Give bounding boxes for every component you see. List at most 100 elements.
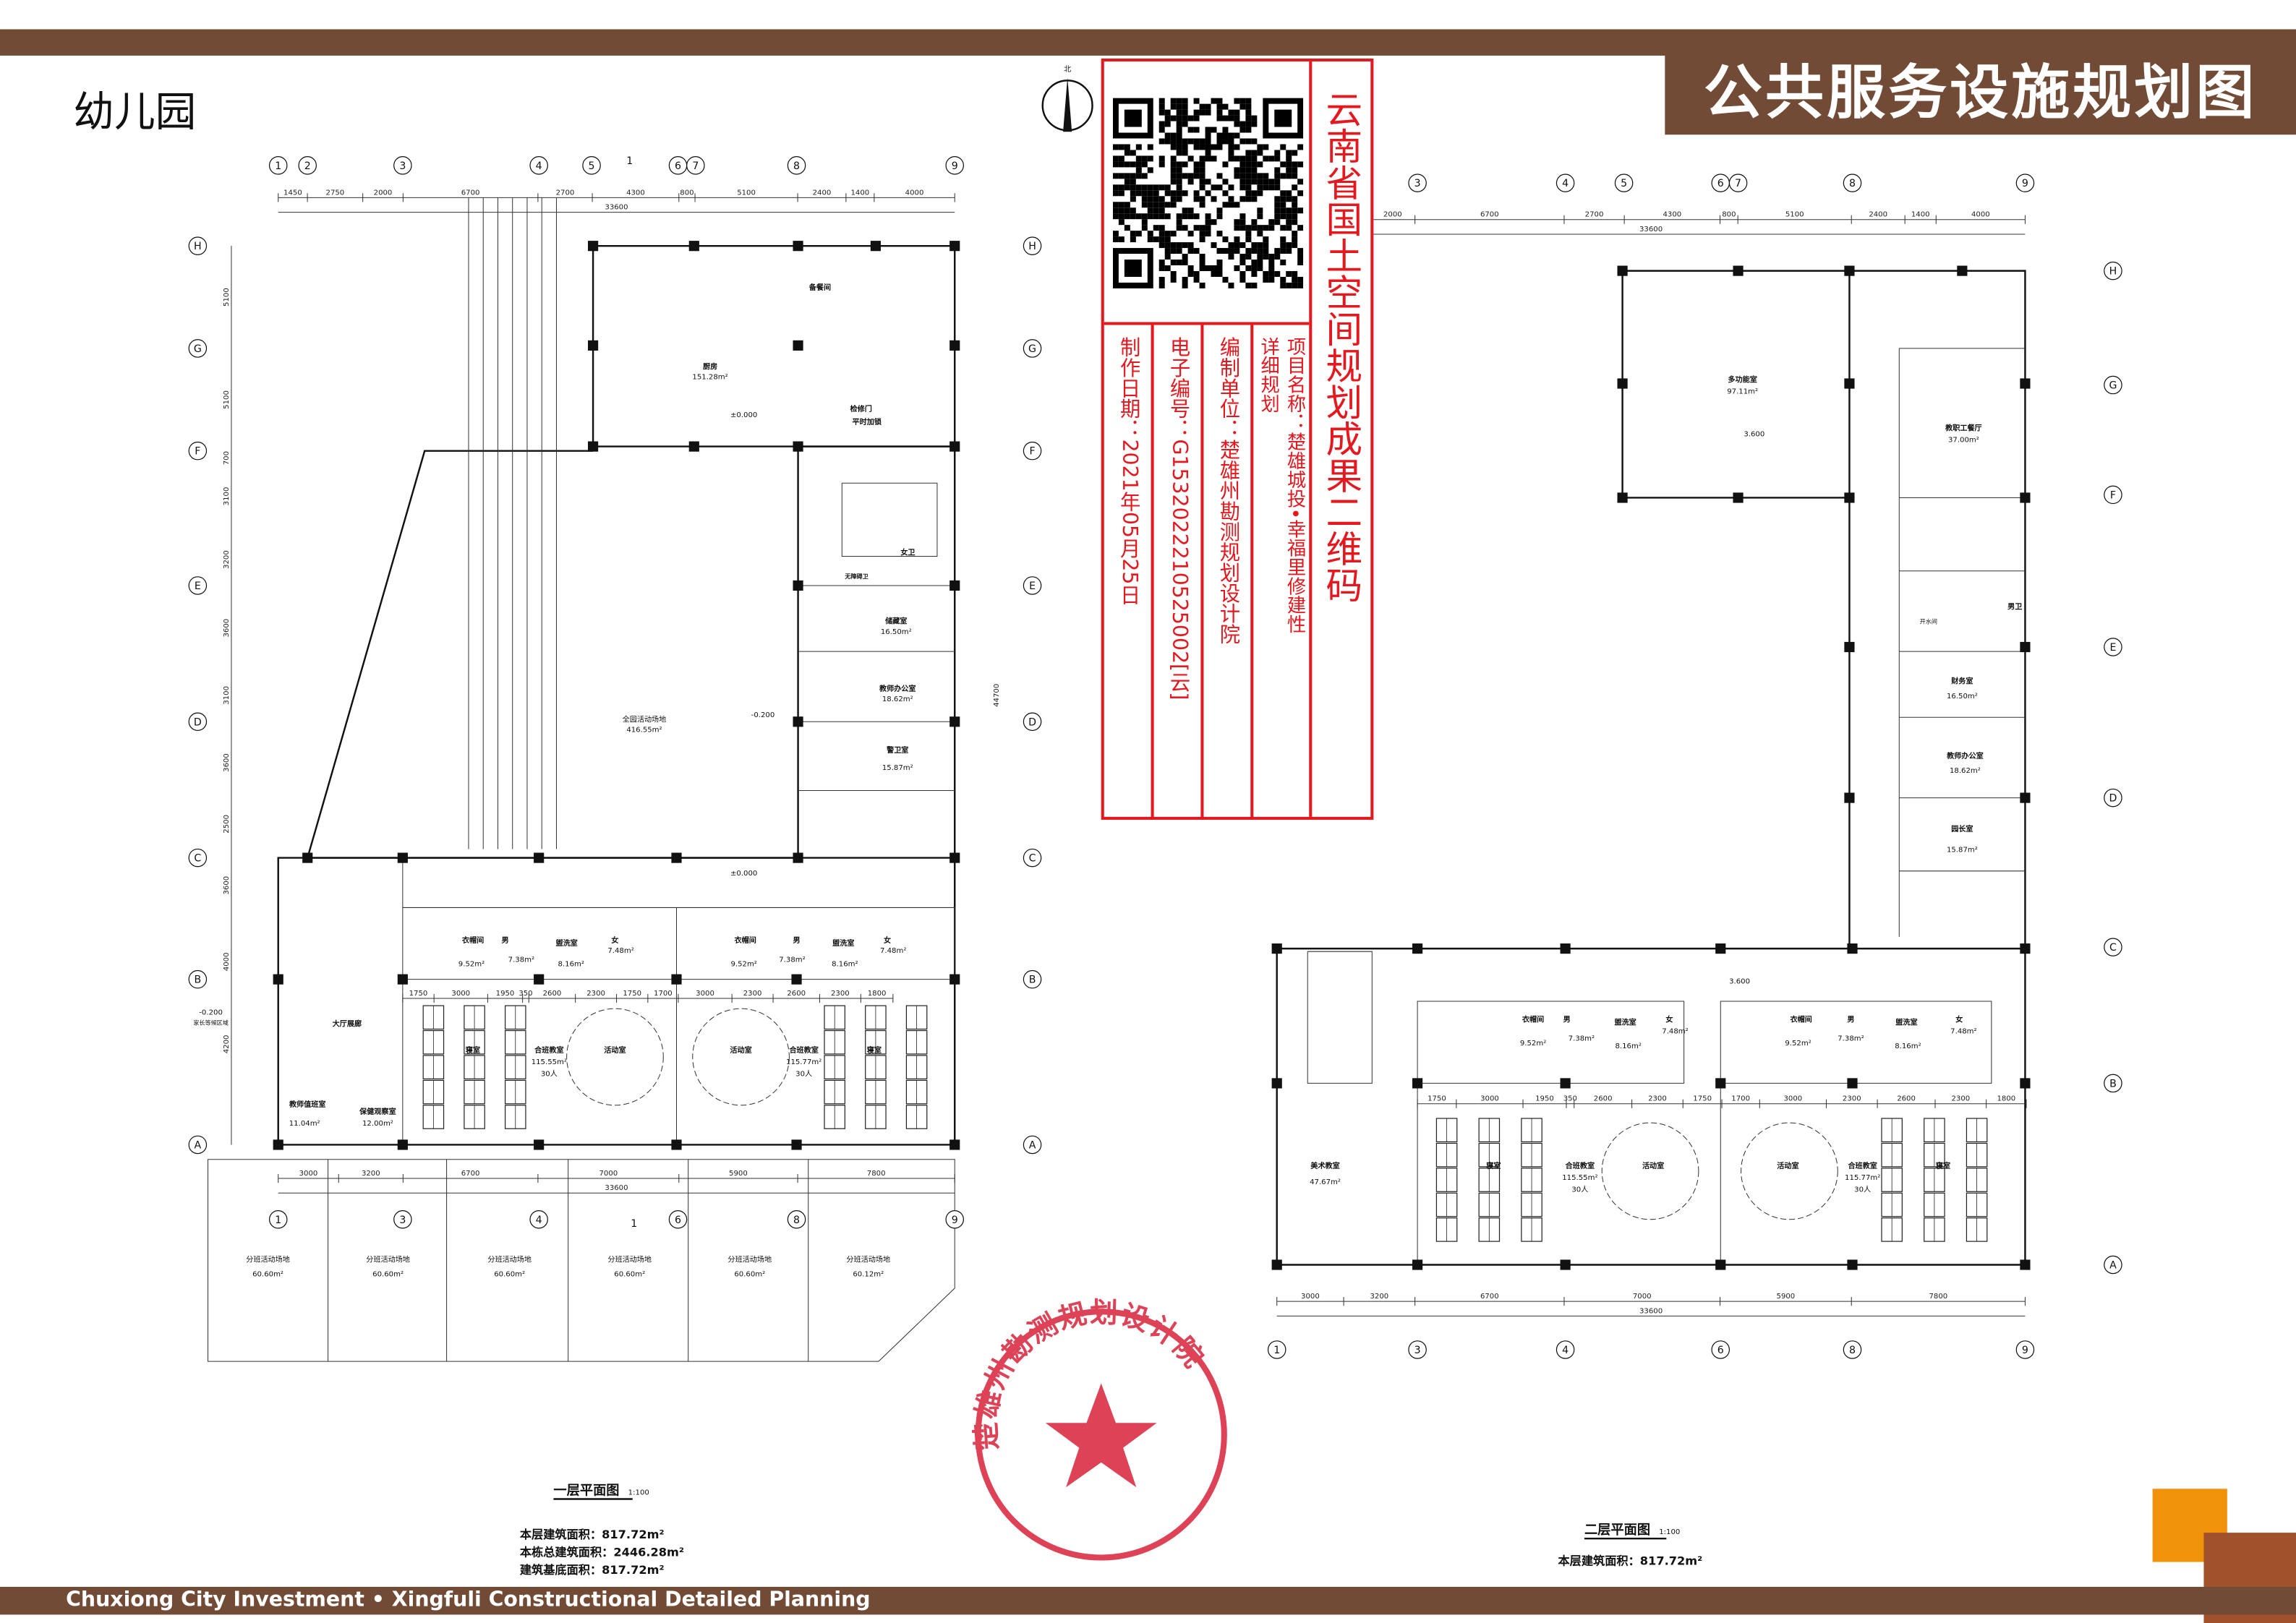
room-area: 115.55m²: [532, 1058, 567, 1066]
axis-bubble: [1023, 969, 1042, 989]
qr-panel-title: 云南省国土空间规划成果二维码: [1309, 61, 1370, 817]
axis-label: G: [194, 343, 202, 355]
axis-bubble: [2104, 788, 2122, 808]
axis-bubble: [2104, 485, 2122, 505]
axis-label: 8: [793, 1215, 800, 1226]
dimension-value: 1750: [623, 990, 641, 998]
axis-bubble: [188, 441, 208, 461]
axis-label: 5: [1621, 178, 1627, 189]
axis-bubble: [668, 1209, 688, 1229]
dimension-value: 2600: [1897, 1095, 1916, 1103]
column: [793, 241, 803, 252]
axis-bubble: [188, 848, 208, 868]
dimension-value: 350: [1563, 1095, 1577, 1103]
room-label: 女卫: [900, 547, 915, 557]
room-area: 97.11m²: [1727, 388, 1758, 396]
room-area: 151.28m²: [692, 373, 727, 381]
axis-bubble: [1711, 1340, 1730, 1359]
room-label: 合班教室: [788, 1045, 818, 1055]
axis-bubble: [945, 156, 964, 175]
dimension-value: 800: [680, 189, 694, 197]
axis-label: 5: [589, 160, 595, 172]
column: [587, 441, 599, 452]
column: [1844, 378, 1855, 389]
axis-label: E: [2109, 642, 2116, 654]
room-area: 7.48m²: [880, 947, 906, 955]
column: [1560, 1078, 1571, 1089]
qr-code[interactable]: [1112, 70, 1304, 316]
column: [688, 241, 699, 252]
yard-area: 60.60m²: [734, 1271, 765, 1279]
column: [949, 974, 960, 985]
room-area: 7.48m²: [607, 947, 633, 955]
room-area: 9.52m²: [1785, 1040, 1811, 1048]
axis-label: 9: [952, 160, 958, 172]
axis-bubble: [188, 969, 208, 989]
dimension-value: 2300: [1843, 1095, 1861, 1103]
structural-columns: [1271, 265, 2031, 1270]
axis-label: 7: [692, 160, 699, 172]
column: [1715, 943, 1726, 954]
axis-label: 6: [1717, 1345, 1724, 1356]
yard-label: 分班活动场地: [607, 1254, 652, 1264]
axis-label: F: [2110, 489, 2116, 501]
column: [1412, 1259, 1423, 1270]
dimension-value: 6700: [461, 1170, 480, 1178]
column: [793, 580, 803, 591]
column: [1844, 792, 1855, 803]
axis-label: D: [194, 716, 202, 728]
yard-area: 60.60m²: [372, 1271, 404, 1279]
dimension-value: 3000: [1480, 1095, 1499, 1103]
yard-area: 60.60m²: [494, 1271, 525, 1279]
column: [587, 340, 599, 351]
room-area: 12.00m²: [362, 1120, 393, 1128]
dimension-total: 44700: [993, 684, 1001, 707]
room-area: 8.16m²: [558, 960, 584, 968]
dimension-value: 1750: [1693, 1095, 1712, 1103]
floor-area-stat: 本层建筑面积：817.72m²: [1558, 1554, 1702, 1568]
axis-bubble: [1023, 441, 1042, 461]
axis-label: F: [195, 446, 200, 458]
axis-label: A: [1029, 1140, 1036, 1152]
dimension-value: 3000: [1783, 1095, 1802, 1103]
kitchen-wall: [592, 244, 956, 447]
room-label: 美术教室: [1310, 1161, 1339, 1170]
dimension-value: 2300: [586, 990, 605, 998]
column: [2020, 1078, 2031, 1089]
dimension-value: 5100: [223, 390, 231, 409]
axis-bubble: [2104, 638, 2122, 656]
column: [2020, 943, 2031, 954]
axis-bubble: [268, 156, 288, 175]
dimension-total: 33600: [605, 1184, 628, 1192]
column: [671, 852, 682, 863]
axis-bubble: [1023, 712, 1042, 732]
axis-label: B: [195, 975, 202, 986]
axis-bubble: [582, 156, 601, 175]
column: [397, 974, 408, 985]
room-label: 教师办公室: [1946, 751, 1984, 761]
room-area: 11.04m²: [289, 1120, 320, 1128]
room-area: 115.77m²: [786, 1058, 821, 1066]
section-mark: 1: [631, 1218, 637, 1230]
axis-label: 9: [952, 1215, 958, 1226]
dimension-value: 1400: [1911, 211, 1930, 219]
axis-bubble: [1023, 236, 1042, 255]
room-area: 7.48m²: [1662, 1028, 1688, 1036]
dimension-value: 350: [518, 990, 532, 998]
unit-b-labels: 衣帽间 9.52m² 男 7.38m² 盥洗室 8.16m² 女 7.48m²: [730, 935, 906, 968]
floor-area-stat: 本层建筑面积：817.72m²: [520, 1528, 665, 1541]
room-area: 7.48m²: [1950, 1028, 1976, 1036]
room-label: 男: [1847, 1015, 1854, 1024]
axis-label: C: [1029, 853, 1036, 865]
axis-label: E: [1029, 581, 1036, 592]
axis-bubble: [1023, 576, 1042, 595]
room-area: 18.62m²: [1950, 767, 1981, 775]
room-label: 男: [793, 936, 800, 945]
axis-label: 2: [304, 160, 311, 172]
column: [302, 852, 313, 863]
dimension-value: 3100: [223, 686, 231, 705]
axis-bubble: [188, 712, 208, 732]
dimension-value: 3600: [223, 619, 231, 638]
room-label: 衣帽间: [1790, 1014, 1811, 1024]
